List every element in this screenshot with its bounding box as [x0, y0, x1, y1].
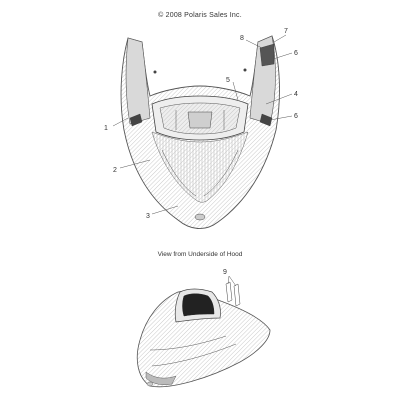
callout-6a: 6 — [294, 113, 298, 120]
iso-hood-shell — [136, 290, 271, 388]
callout-1: 1 — [104, 125, 108, 132]
callout-9: 9 — [223, 269, 227, 276]
callout-lines-bottom — [227, 275, 237, 287]
callout-5: 5 — [226, 77, 230, 84]
hood-isometric-view — [136, 281, 271, 388]
top-right-decal — [259, 43, 275, 67]
left-decal — [129, 113, 143, 127]
callout-7: 7 — [284, 28, 288, 35]
view-label: View from Underside of Hood — [157, 251, 243, 258]
center-vent — [187, 111, 213, 129]
iso-nose-decal — [145, 371, 177, 385]
callout-3: 3 — [146, 213, 150, 220]
hood-center-panel — [151, 131, 249, 203]
copyright-text: © 2008 Polaris Sales Inc. — [158, 12, 242, 19]
callout-2: 2 — [113, 167, 117, 174]
hood-nose-cap — [194, 213, 206, 221]
callout-lines-top — [112, 34, 293, 215]
callout-8: 8 — [240, 35, 244, 42]
left-side-panel — [125, 37, 151, 125]
right-decal — [259, 113, 273, 127]
callout-4: 4 — [294, 91, 298, 98]
part-9-strip-a — [225, 281, 233, 303]
hood-underside-view — [120, 35, 280, 229]
part-9-strip-b — [233, 283, 241, 307]
callout-6b: 6 — [294, 50, 298, 57]
